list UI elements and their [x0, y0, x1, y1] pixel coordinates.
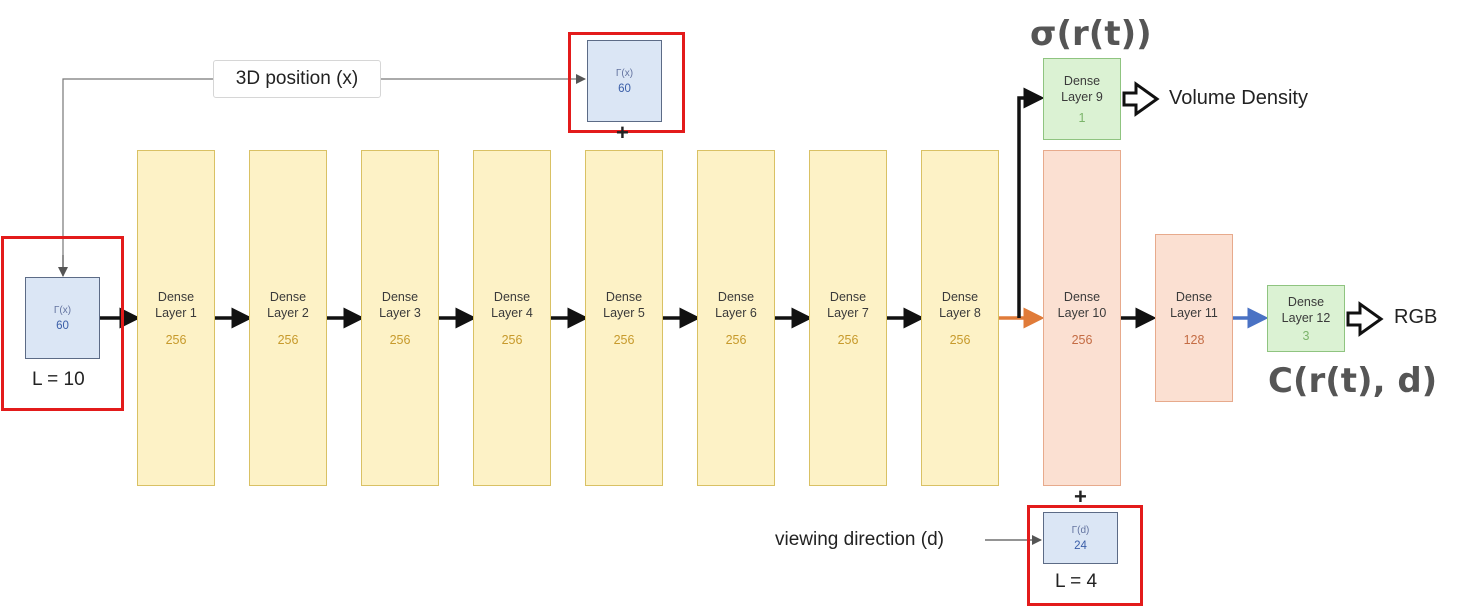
dense-layer-4: Dense Layer 4 256 [473, 150, 551, 486]
dense-layer-5-name: Dense Layer 5 [603, 290, 645, 320]
input-encoding-note: L = 10 [32, 369, 85, 390]
skip-encoding-units: 60 [618, 82, 631, 95]
dense-layer-2-units: 256 [277, 333, 299, 347]
dense-layer-9-name: Dense Layer 9 [1061, 74, 1103, 104]
dense-layer-1: Dense Layer 1 256 [137, 150, 215, 486]
density-formula: σ(r(t)) [1030, 14, 1152, 54]
dense-layer-11-units: 128 [1183, 333, 1205, 347]
dense-layer-3-units: 256 [389, 333, 411, 347]
skip-plus-sign: + [616, 120, 629, 145]
skip-encoding-name: Γ(x) [615, 67, 634, 79]
dense-layer-4-units: 256 [501, 333, 523, 347]
dense-layer-9-units: 1 [1078, 111, 1086, 125]
dense-layer-5-units: 256 [613, 333, 635, 347]
skip-encoding-highlight [568, 32, 685, 133]
dense-layer-8-units: 256 [949, 333, 971, 347]
dense-layer-3-name: Dense Layer 3 [379, 290, 421, 320]
dense-layer-5: Dense Layer 5 256 [585, 150, 663, 486]
dense-layer-7-name: Dense Layer 7 [827, 290, 869, 320]
dense-layer-9: Dense Layer 9 1 [1043, 58, 1121, 140]
dense-layer-6-units: 256 [725, 333, 747, 347]
input-encoding-units: 60 [56, 319, 69, 332]
direction-encoding-box: Γ(d) 24 [1043, 512, 1118, 564]
direction-encoding-note: L = 4 [1055, 571, 1098, 592]
dense-layer-10-name: Dense Layer 10 [1057, 290, 1107, 320]
position-label-box: 3D position (x) [213, 60, 381, 98]
position-label: 3D position (x) [235, 68, 359, 89]
dense-layer-1-units: 256 [165, 333, 187, 347]
rgb-output-arrow [1346, 301, 1384, 337]
input-encoding-name: Γ(x) [53, 304, 72, 316]
direction-label: viewing direction (d) [775, 529, 944, 550]
dense-layer-12: Dense Layer 12 3 [1267, 285, 1345, 352]
dense-layer-11-name: Dense Layer 11 [1170, 290, 1218, 320]
dense-layer-10: Dense Layer 10 256 [1043, 150, 1121, 486]
input-encoding-highlight [1, 236, 124, 411]
dense-layer-8: Dense Layer 8 256 [921, 150, 999, 486]
direction-plus-sign: + [1074, 484, 1087, 509]
rgb-formula: C(r(t), d) [1268, 361, 1438, 401]
dense-layer-6: Dense Layer 6 256 [697, 150, 775, 486]
dense-layer-6-name: Dense Layer 6 [715, 290, 757, 320]
dense-layer-10-units: 256 [1071, 333, 1093, 347]
direction-encoding-highlight [1027, 505, 1143, 606]
dense-layer-3: Dense Layer 3 256 [361, 150, 439, 486]
rgb-output-label: RGB [1394, 306, 1438, 328]
density-output-label: Volume Density [1169, 87, 1308, 109]
dense-layer-2: Dense Layer 2 256 [249, 150, 327, 486]
position-line-left [62, 78, 213, 276]
dense-layer-12-name: Dense Layer 12 [1281, 295, 1331, 325]
density-output-arrow [1122, 81, 1160, 117]
direction-encoding-name: Γ(d) [1071, 524, 1090, 536]
dense-layer-1-name: Dense Layer 1 [155, 290, 197, 320]
direction-encoding-units: 24 [1074, 539, 1087, 552]
arrow-l8-to-l9 [1017, 87, 1045, 318]
dense-layer-11: Dense Layer 11 128 [1155, 234, 1233, 402]
skip-encoding-box: Γ(x) 60 [587, 40, 662, 122]
dense-layer-2-name: Dense Layer 2 [267, 290, 309, 320]
dense-layer-12-units: 3 [1302, 329, 1310, 343]
dense-layer-7: Dense Layer 7 256 [809, 150, 887, 486]
dense-layer-4-name: Dense Layer 4 [491, 290, 533, 320]
dense-layer-8-name: Dense Layer 8 [939, 290, 981, 320]
dense-layer-7-units: 256 [837, 333, 859, 347]
input-encoding-box: Γ(x) 60 [25, 277, 100, 359]
